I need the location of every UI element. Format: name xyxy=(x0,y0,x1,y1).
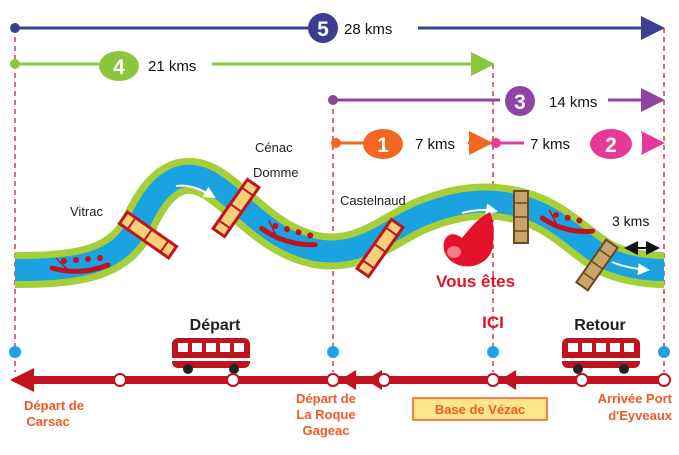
road-stop xyxy=(226,373,240,387)
you-are-here-label: Vous êtes xyxy=(436,272,515,291)
route-2-number: 2 xyxy=(605,134,617,157)
station-roque: Départ de La Roque Gageac xyxy=(296,391,356,438)
bus-depart: Départ xyxy=(172,317,250,374)
route-4-badge xyxy=(99,51,139,81)
road-stop xyxy=(113,373,127,387)
station-vezac: Base de Vézac xyxy=(412,397,548,421)
road-stop xyxy=(486,373,500,387)
road-stop xyxy=(377,373,391,387)
station-carsac: Départ de Carsac xyxy=(24,398,84,429)
route-4-distance: 21 kms xyxy=(148,58,196,75)
route-2: 7 kms 2 xyxy=(491,129,665,159)
route-5-number: 5 xyxy=(317,18,329,41)
route-1-badge xyxy=(363,129,403,159)
place-cenac: Cénac xyxy=(255,140,293,155)
canoe-icon xyxy=(49,255,111,274)
station-carsac-line2: Carsac xyxy=(26,414,69,429)
route-4-number: 4 xyxy=(113,56,125,79)
you-are-here: Vous êtes ICI xyxy=(436,212,515,332)
route-5-distance: 28 kms xyxy=(344,21,392,38)
river xyxy=(14,157,665,288)
bridge-castelnaud xyxy=(354,217,406,279)
bridge-wood-2 xyxy=(574,238,620,292)
route-4: 4 21 kms xyxy=(10,51,495,81)
station-roque-line3: Gageac xyxy=(303,423,350,438)
station-carsac-line1: Départ de xyxy=(24,398,84,413)
place-domme: Domme xyxy=(253,165,299,180)
short-distance-label: 3 kms xyxy=(612,213,649,229)
station-vezac-label: Base de Vézac xyxy=(435,402,525,417)
route-3-number: 3 xyxy=(514,91,526,114)
station-eyveaux-line1: Arrivée Port xyxy=(598,391,673,406)
route-1-distance: 7 kms xyxy=(415,136,455,153)
route-3-distance: 14 kms xyxy=(549,94,597,111)
station-eyveaux: Arrivée Port d'Eyveaux xyxy=(598,391,673,423)
bus-depart-label: Départ xyxy=(190,317,241,334)
stop-dots xyxy=(9,346,670,358)
route-3-badge xyxy=(505,86,535,116)
canoes xyxy=(49,209,596,274)
bridge-cenac xyxy=(210,177,262,239)
bridges xyxy=(117,177,620,292)
station-eyveaux-line2: d'Eyveaux xyxy=(608,408,673,423)
route-2-distance: 7 kms xyxy=(530,136,570,153)
canoe-icon xyxy=(539,209,596,235)
bus-icon xyxy=(562,338,640,374)
route-5: 5 28 kms xyxy=(10,13,665,43)
bridge-vitrac xyxy=(117,209,179,261)
route-3: 3 14 kms xyxy=(328,86,665,116)
place-vitrac: Vitrac xyxy=(70,204,103,219)
route-2-badge xyxy=(590,129,632,159)
route-1-number: 1 xyxy=(377,134,389,157)
bus-retour: Retour xyxy=(562,317,640,374)
stop-dot xyxy=(9,346,21,358)
stop-dot xyxy=(487,346,499,358)
road-stop xyxy=(657,373,671,387)
shuttle-road xyxy=(10,368,671,392)
short-distance-marker: 3 kms xyxy=(612,213,660,255)
stop-dot xyxy=(658,346,670,358)
station-roque-line1: Départ de xyxy=(296,391,356,406)
canoe-icon xyxy=(259,220,318,248)
bus-retour-label: Retour xyxy=(574,317,626,334)
road-stop xyxy=(575,373,589,387)
route-5-badge xyxy=(308,13,338,43)
route-1: 1 7 kms xyxy=(331,129,493,159)
bus-icon xyxy=(172,338,250,374)
station-roque-line2: La Roque xyxy=(296,407,355,422)
stop-dot xyxy=(327,346,339,358)
ici-label: ICI xyxy=(482,313,504,332)
place-castelnaud: Castelnaud xyxy=(340,193,406,208)
road-stop xyxy=(326,373,340,387)
bridge-wood-1 xyxy=(513,190,529,244)
